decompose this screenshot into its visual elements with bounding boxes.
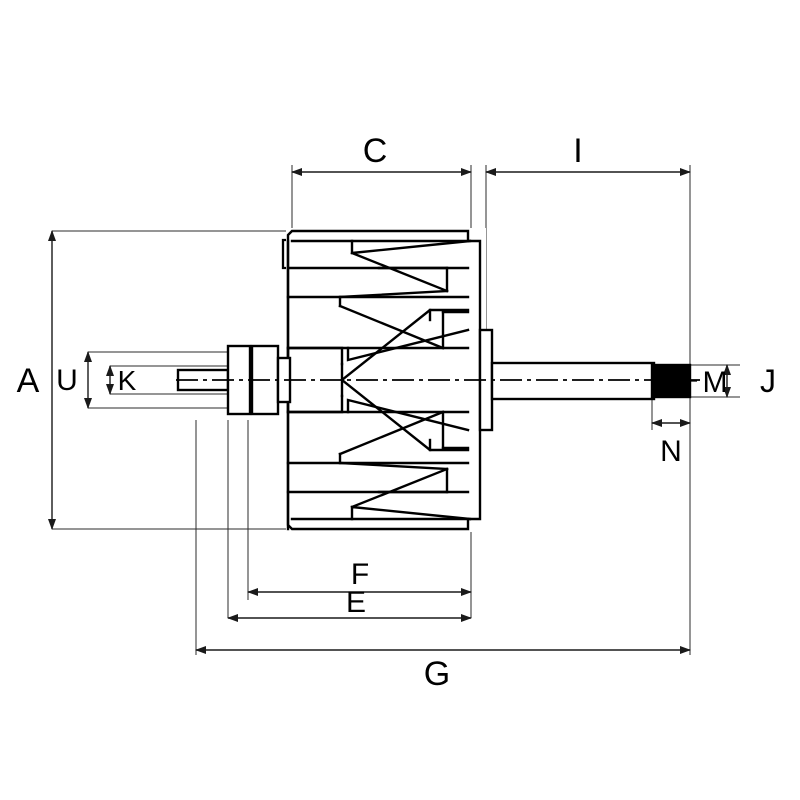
dim-label-i: I [573,132,582,170]
dim-label-e: E [346,586,366,619]
dim-label-m: M [703,366,728,399]
drive-shaft [490,361,656,401]
dim-label-g: G [424,655,450,693]
rotor-linework [286,229,482,531]
dim-label-u: U [56,364,78,397]
dim-label-a: A [17,362,40,400]
dim-label-j: J [760,363,776,399]
dim-label-k: K [118,365,137,396]
dimension-labels: A U K C I M J N F E G [17,132,776,693]
dim-label-n: N [660,435,682,468]
threaded-shaft-end [650,363,692,399]
dim-label-c: C [363,132,388,170]
dim-label-f: F [351,558,369,591]
dimension-lines [48,168,731,654]
